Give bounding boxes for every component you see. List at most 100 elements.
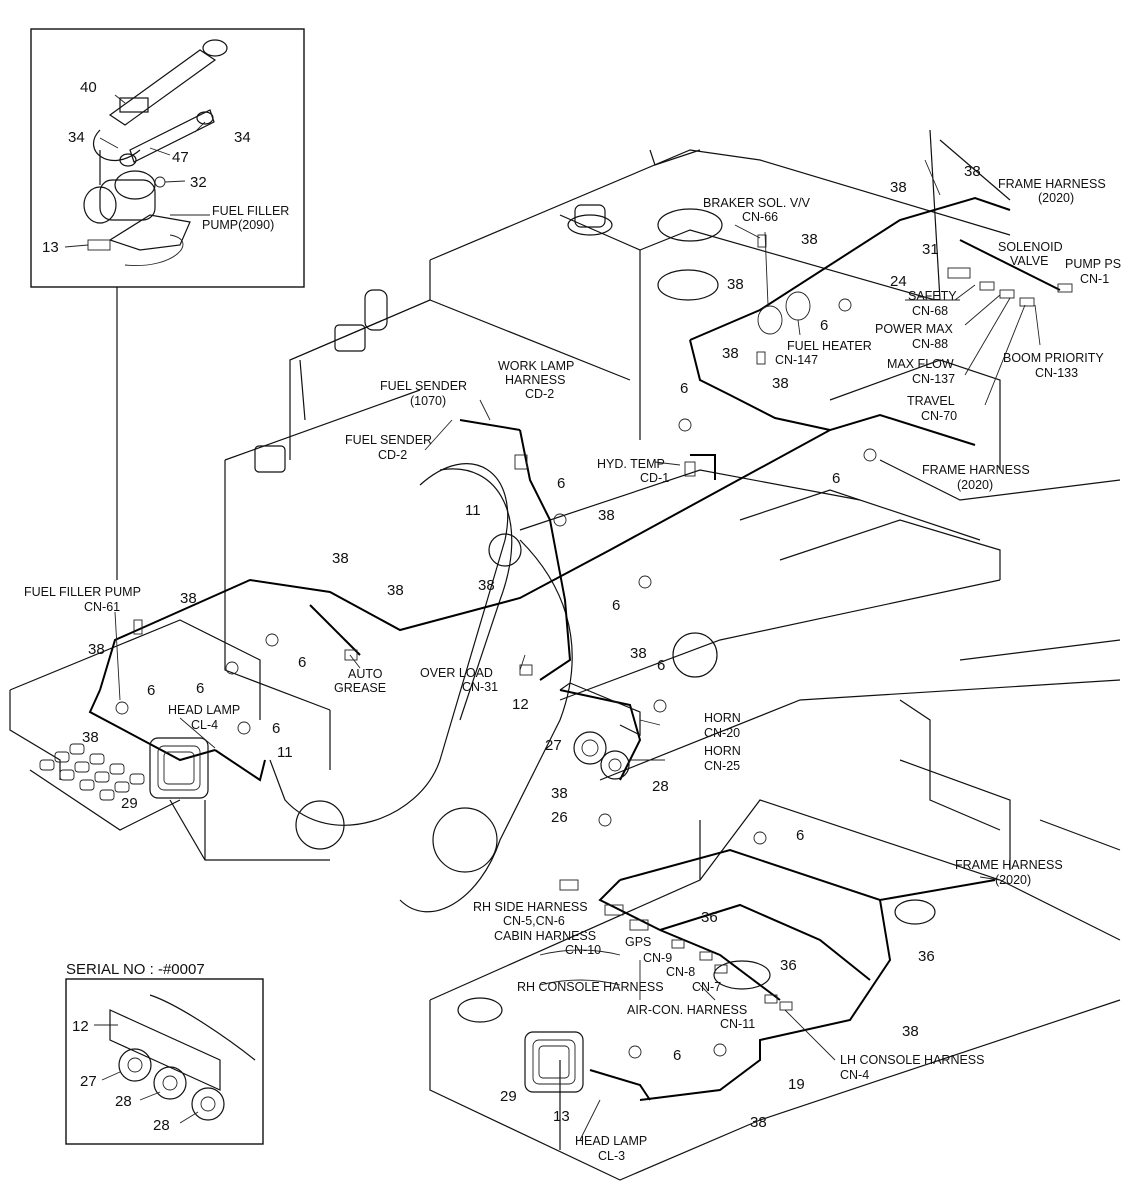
- label-rh-side-2: CN-5,CN-6: [503, 914, 565, 928]
- leader-lines: [114, 159, 1041, 1141]
- label-power-max-1: POWER MAX: [875, 322, 953, 336]
- label-safety-2: CN-68: [912, 304, 948, 318]
- part-11-a: 11: [465, 502, 481, 519]
- inset-fuel-filler-pump: [30, 28, 305, 580]
- label-fuel-filler-pump-inset-1: FUEL FILLER: [212, 204, 289, 218]
- part-number-13-inset: 13: [42, 239, 59, 256]
- label-fuel-heater-2: CN-147: [775, 353, 818, 367]
- serial-number-label: SERIAL NO : -#0007: [66, 961, 205, 978]
- label-fuel-sender-1070-1: FUEL SENDER: [380, 379, 467, 393]
- frame-harness-wire: [88, 196, 1061, 1101]
- label-fuel-sender-cd2-2: CD-2: [378, 448, 407, 462]
- part-38-o: 38: [551, 785, 568, 802]
- label-fuel-filler-pump-2: CN-61: [84, 600, 120, 614]
- label-braker-sol-1: BRAKER SOL. V/V: [703, 196, 811, 210]
- part-38-b: 38: [890, 179, 907, 196]
- label-pump-ps-2: CN-1: [1080, 272, 1109, 286]
- part-number-32: 32: [190, 174, 207, 191]
- part-number-40: 40: [80, 79, 97, 96]
- label-work-lamp-1: WORK LAMP: [498, 359, 574, 373]
- part-27: 27: [545, 737, 562, 754]
- part-6-l: 6: [673, 1047, 681, 1064]
- label-lh-console-2: CN-4: [840, 1068, 869, 1082]
- label-frame-harness-mid-2: (2020): [957, 478, 993, 492]
- label-cn8: CN-8: [666, 965, 695, 979]
- part-38-c: 38: [801, 231, 818, 248]
- label-horn-cn25-2: CN-25: [704, 759, 740, 773]
- part-36-a: 36: [701, 909, 718, 926]
- horn-icons: [559, 682, 641, 780]
- part-number-28-inset-a: 28: [115, 1093, 132, 1110]
- part-11-b: 11: [277, 744, 293, 761]
- label-head-lamp-cl4-2: CL-4: [191, 718, 218, 732]
- label-max-flow-2: CN-137: [912, 372, 955, 386]
- label-fuel-filler-pump-inset-2: PUMP(2090): [202, 218, 274, 232]
- part-6-c: 6: [832, 470, 840, 487]
- part-number-34-right: 34: [234, 129, 251, 146]
- label-solenoid-1: SOLENOID: [998, 240, 1063, 254]
- label-boom-priority-2: CN-133: [1035, 366, 1078, 380]
- part-6-j: 6: [657, 657, 665, 674]
- label-fuel-heater-1: FUEL HEATER: [787, 339, 872, 353]
- part-38-d: 38: [727, 276, 744, 293]
- part-38-l: 38: [88, 641, 105, 658]
- inset-bottom-labels: SERIAL NO : -#0007 12 27 28 28: [66, 961, 205, 1134]
- part-28: 28: [652, 778, 669, 795]
- label-cn7: CN-7: [692, 980, 721, 994]
- part-38-m: 38: [630, 645, 647, 662]
- inset-top-labels: 40 34 34 47 32 13 FUEL FILLER PUMP(2090): [42, 79, 289, 256]
- label-travel-1: TRAVEL: [907, 394, 955, 408]
- label-braker-sol-2: CN-66: [742, 210, 778, 224]
- label-over-load-1: OVER LOAD: [420, 666, 493, 680]
- part-38-h: 38: [332, 550, 349, 567]
- part-38-k: 38: [180, 590, 197, 607]
- label-work-lamp-3: CD-2: [525, 387, 554, 401]
- part-38-e: 38: [722, 345, 739, 362]
- label-horn-cn25-1: HORN: [704, 744, 741, 758]
- label-travel-2: CN-70: [921, 409, 957, 423]
- label-frame-harness-mid-1: FRAME HARNESS: [922, 463, 1030, 477]
- part-38-p: 38: [750, 1114, 767, 1131]
- label-head-lamp-cl3-1: HEAD LAMP: [575, 1134, 647, 1148]
- label-rh-console: RH CONSOLE HARNESS: [517, 980, 664, 994]
- label-head-lamp-cl4-1: HEAD LAMP: [168, 703, 240, 717]
- part-19: 19: [788, 1076, 805, 1093]
- part-6-i: 6: [272, 720, 280, 737]
- part-number-47: 47: [172, 149, 189, 166]
- machine-frame-drawing: [9, 129, 1121, 1181]
- part-38-q: 38: [902, 1023, 919, 1040]
- inset-serial-horn: [65, 978, 264, 1145]
- connectors: [133, 234, 1073, 1011]
- part-number-28-inset-b: 28: [153, 1117, 170, 1134]
- part-38-a: 38: [964, 163, 981, 180]
- part-36-c: 36: [918, 948, 935, 965]
- label-hyd-temp-2: CD-1: [640, 471, 669, 485]
- part-38-f: 38: [772, 375, 789, 392]
- label-gps-1: GPS: [625, 935, 651, 949]
- label-head-lamp-cl3-2: CL-3: [598, 1149, 625, 1163]
- part-number-34-left: 34: [68, 129, 85, 146]
- part-38-g: 38: [598, 507, 615, 524]
- label-rh-side-1: RH SIDE HARNESS: [473, 900, 588, 914]
- label-safety-1: SAFETY: [908, 289, 957, 303]
- head-lamp-cl3-icon: [524, 1031, 584, 1093]
- part-6-g: 6: [196, 680, 204, 697]
- step-grid: [39, 743, 145, 801]
- part-38-i: 38: [387, 582, 404, 599]
- label-hyd-temp-1: HYD. TEMP: [597, 457, 665, 471]
- label-work-lamp-2: HARNESS: [505, 373, 565, 387]
- label-boom-priority-1: BOOM PRIORITY: [1003, 351, 1104, 365]
- label-auto-grease-2: GREASE: [334, 681, 386, 695]
- part-13: 13: [553, 1108, 570, 1125]
- part-number-27-inset: 27: [80, 1073, 97, 1090]
- label-max-flow-1: MAX FLOW: [887, 357, 954, 371]
- part-6-h: 6: [147, 682, 155, 699]
- label-over-load-2: CN-31: [462, 680, 498, 694]
- label-frame-harness-low-1: FRAME HARNESS: [955, 858, 1063, 872]
- part-number-12-inset: 12: [72, 1018, 89, 1035]
- harness-callouts: BRAKER SOL. V/V CN-66 FRAME HARNESS (202…: [24, 177, 1121, 1163]
- label-cabin-1: CABIN HARNESS: [494, 929, 596, 943]
- label-fuel-sender-1070-2: (1070): [410, 394, 446, 408]
- label-auto-grease-1: AUTO: [348, 667, 383, 681]
